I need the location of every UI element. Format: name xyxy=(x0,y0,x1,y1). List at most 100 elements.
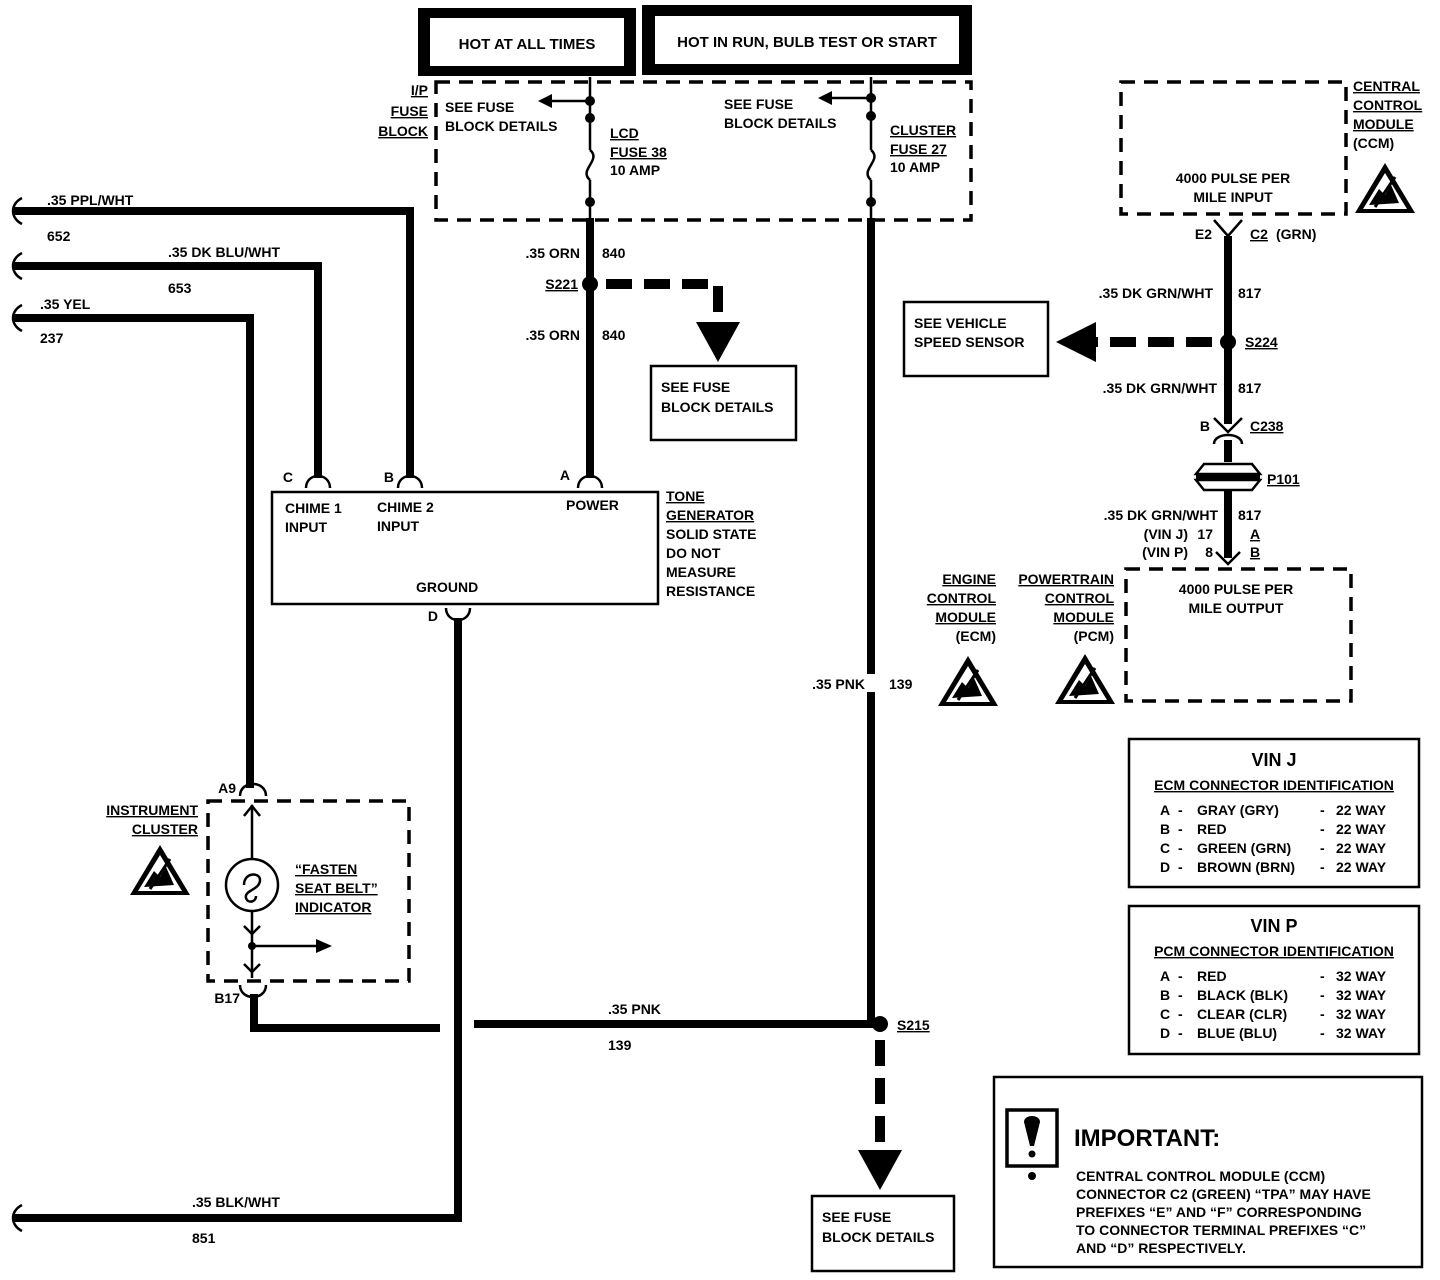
vin-p-pin: 8 xyxy=(1205,544,1213,560)
see-vss-box xyxy=(902,300,1050,378)
vin-j-row: B - RED - 22 WAY xyxy=(1160,821,1387,837)
hot-in-run-header: HOT IN RUN, BULB TEST OR START xyxy=(642,5,972,75)
pcm-outline xyxy=(1124,567,1353,703)
speed-wire-circuit-3: 817 xyxy=(1238,507,1262,523)
fuse-block-outline xyxy=(434,80,973,222)
svg-text:-: - xyxy=(1320,1025,1325,1041)
vin-j-pin: 17 xyxy=(1197,526,1213,542)
engine-control-module: ENGINE CONTROL MODULE (ECM) xyxy=(927,571,1000,708)
pin-b-c238: B xyxy=(1200,418,1210,434)
splice-s221-label: S221 xyxy=(545,276,578,292)
important-note: IMPORTANT: CENTRAL CONTROL MODULE (CCM) … xyxy=(992,1075,1424,1269)
tone-note-4: RESISTANCE xyxy=(666,583,755,599)
pin-d: D xyxy=(428,608,438,624)
vin-j-row-ways: 22 WAY xyxy=(1336,802,1387,818)
instrument-cluster-outline xyxy=(206,799,411,983)
vin-p-row-letter: C xyxy=(1160,1006,1170,1022)
pcm-box-line1: 4000 PULSE PER xyxy=(1179,581,1293,597)
svg-text:-: - xyxy=(1320,1006,1325,1022)
ccm-pin-e2: E2 xyxy=(1195,226,1212,242)
vin-j-row-letter: C xyxy=(1160,840,1170,856)
ecm-label-2: CONTROL xyxy=(927,590,997,606)
indicator-line1: “FASTEN xyxy=(295,861,357,877)
see-fuse-box-middle xyxy=(649,364,798,442)
lcd-fuse-amp: 10 AMP xyxy=(610,162,660,178)
chime1-line2: INPUT xyxy=(285,519,327,535)
fuse-block-label-2: FUSE xyxy=(391,103,428,119)
svg-text:-: - xyxy=(1320,821,1325,837)
vin-p-row: D - BLUE (BLU) - 32 WAY xyxy=(1160,1025,1387,1041)
pcm-label-3: MODULE xyxy=(1053,609,1114,625)
vin-j-row-name: RED xyxy=(1197,821,1227,837)
lcd-fuse-label: LCD xyxy=(610,125,639,141)
see-fuse-1-line2: BLOCK DETAILS xyxy=(445,118,558,134)
vin-j-row-name: BROWN (BRN) xyxy=(1197,859,1295,875)
vin-j-row-ways: 22 WAY xyxy=(1336,821,1387,837)
speed-wire-gauge-1: .35 DK GRN/WHT xyxy=(1099,285,1214,301)
vin-j-row-name: GRAY (GRY) xyxy=(1197,802,1279,818)
vin-j-subtitle: ECM CONNECTOR IDENTIFICATION xyxy=(1154,777,1394,793)
ccm-connector-c2: C2 xyxy=(1250,226,1268,242)
vin-p-row-ways: 32 WAY xyxy=(1336,1025,1387,1041)
speed-wire-817: .35 DK GRN/WHT 817 S224 SEE VEHICLE SPEE… xyxy=(902,236,1300,566)
indicator-line3: INDICATOR xyxy=(295,899,371,915)
connector-end-icon xyxy=(11,303,23,333)
pcm-label-1: POWERTRAIN xyxy=(1018,571,1114,587)
wire-652-gauge: .35 PPL/WHT xyxy=(47,192,134,208)
fuse-element-icon xyxy=(866,149,876,181)
vin-p-row-letter: B xyxy=(1160,987,1170,1003)
svg-text:-: - xyxy=(1320,987,1325,1003)
important-line-3: PREFIXES “E” AND “F” CORRESPONDING xyxy=(1076,1204,1362,1220)
wire-652: .35 PPL/WHT 652 xyxy=(11,192,414,478)
wire-237-gauge: .35 YEL xyxy=(40,296,91,312)
vin-j-letter: A xyxy=(1250,526,1260,542)
vin-j-row-letter: A xyxy=(1160,802,1170,818)
vin-p-row-name: CLEAR (CLR) xyxy=(1197,1006,1287,1022)
ccm-label-3: MODULE xyxy=(1353,116,1414,132)
important-line-4: TO CONNECTOR TERMINAL PREFIXES “C” xyxy=(1076,1222,1366,1238)
seat-belt-lamp-icon xyxy=(224,857,280,913)
see-vss-line1: SEE VEHICLE xyxy=(914,315,1007,331)
svg-text:-: - xyxy=(1178,802,1183,818)
power-wire-circuit-bottom: 840 xyxy=(602,327,626,343)
vin-p-label: (VIN P) xyxy=(1142,544,1188,560)
speed-wire-gauge-3: .35 DK GRN/WHT xyxy=(1104,507,1219,523)
important-line-2: CONNECTOR C2 (GREEN) “TPA” MAY HAVE xyxy=(1076,1186,1371,1202)
important-title: IMPORTANT: xyxy=(1074,1125,1220,1152)
connector-c-icon xyxy=(304,474,332,489)
ccm-box-line2: MILE INPUT xyxy=(1193,189,1273,205)
tone-generator-title-1: TONE xyxy=(666,488,705,504)
esd-warning-icon xyxy=(1353,161,1417,215)
ccm-label-1: CENTRAL xyxy=(1353,78,1420,94)
speed-wire-circuit-1: 817 xyxy=(1238,285,1262,301)
vin-p-row-ways: 32 WAY xyxy=(1336,987,1387,1003)
vin-p-letter: B xyxy=(1250,544,1260,560)
svg-text:-: - xyxy=(1178,859,1183,875)
tone-generator-box xyxy=(270,490,660,606)
vin-j-row-name: GREEN (GRN) xyxy=(1197,840,1291,856)
power-wire-840: .35 ORN 840 S221 .35 ORN 840 SEE FUSE BL… xyxy=(526,218,798,478)
tone-generator: C B A D CHIME 1 INPUT CHIME 2 INPUT POWE… xyxy=(270,467,756,624)
pcm-label-4: (PCM) xyxy=(1074,628,1114,644)
connector-b-icon xyxy=(396,474,424,489)
svg-text:-: - xyxy=(1178,1025,1183,1041)
lcd-fuse: LCD FUSE 38 10 AMP xyxy=(538,77,667,230)
cluster-label-1: INSTRUMENT xyxy=(106,802,198,818)
see-fuse-middle-line2: BLOCK DETAILS xyxy=(661,399,774,415)
see-fuse-middle-line1: SEE FUSE xyxy=(661,379,730,395)
vin-j-table-box xyxy=(1127,737,1421,889)
ccm-outline xyxy=(1119,80,1348,216)
see-fuse-1-line1: SEE FUSE xyxy=(445,99,514,115)
svg-text:-: - xyxy=(1320,802,1325,818)
power-wire-gauge-bottom: .35 ORN xyxy=(526,327,580,343)
vin-j-title: VIN J xyxy=(1251,750,1296,770)
tone-note-3: MEASURE xyxy=(666,564,736,580)
connector-d-icon xyxy=(444,607,472,622)
important-line-1: CENTRAL CONTROL MODULE (CCM) xyxy=(1076,1168,1325,1184)
instrument-cluster: INSTRUMENT CLUSTER A9 B17 “FASTEN SEAT B… xyxy=(106,780,411,1006)
vin-p-row-name: RED xyxy=(1197,968,1227,984)
vin-p-row-name: BLACK (BLK) xyxy=(1197,987,1288,1003)
vin-j-table: VIN J ECM CONNECTOR IDENTIFICATION A - G… xyxy=(1127,737,1421,889)
vin-p-row: A - RED - 32 WAY xyxy=(1160,968,1387,984)
